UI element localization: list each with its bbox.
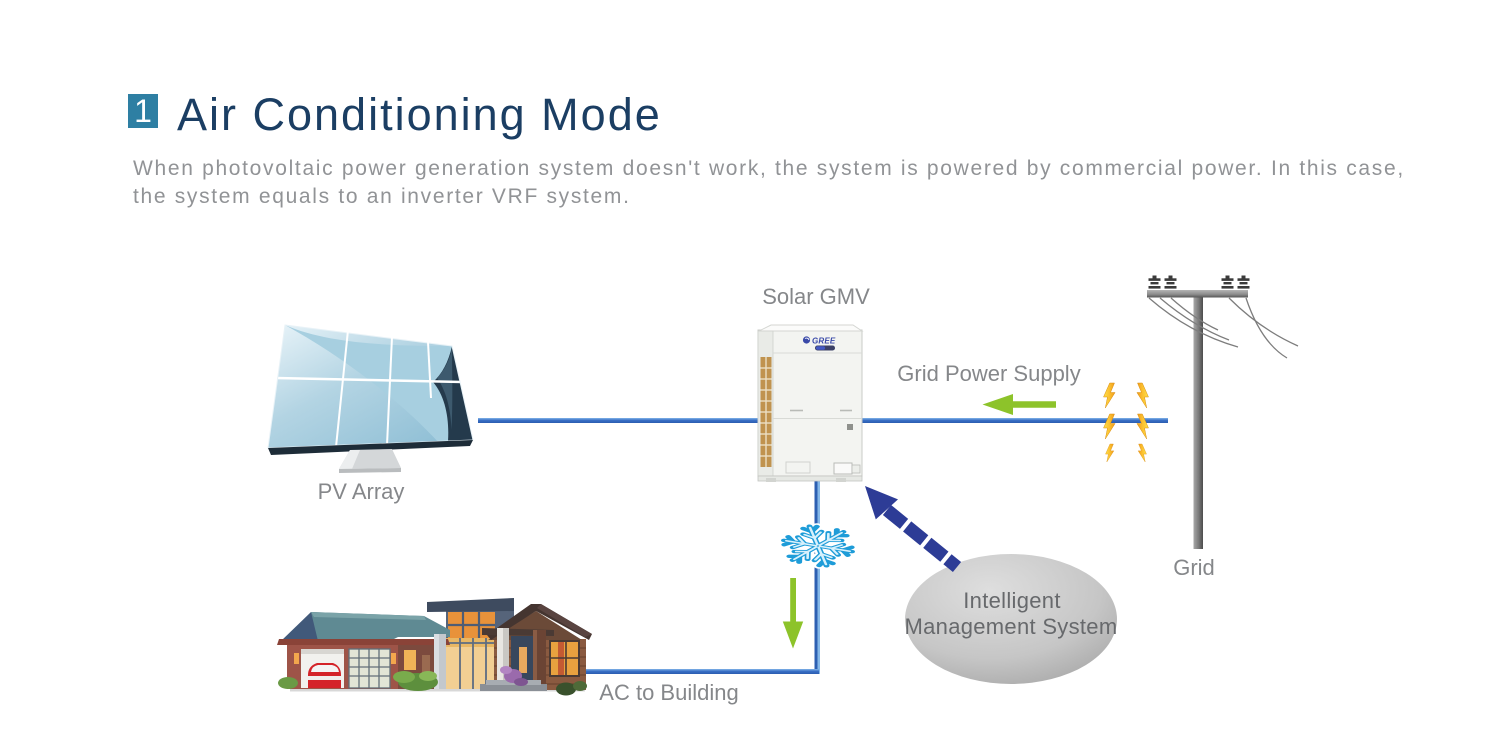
svg-text:Management System: Management System [905,614,1118,639]
svg-text:GREE: GREE [812,337,836,346]
svg-text:AC to Building: AC to Building [599,680,738,705]
svg-text:PV Array: PV Array [318,479,405,504]
svg-text:Grid: Grid [1173,555,1215,580]
svg-text:Grid Power Supply: Grid Power Supply [897,361,1080,386]
svg-text:Solar GMV: Solar GMV [762,284,870,309]
svg-text:Intelligent: Intelligent [963,588,1060,613]
